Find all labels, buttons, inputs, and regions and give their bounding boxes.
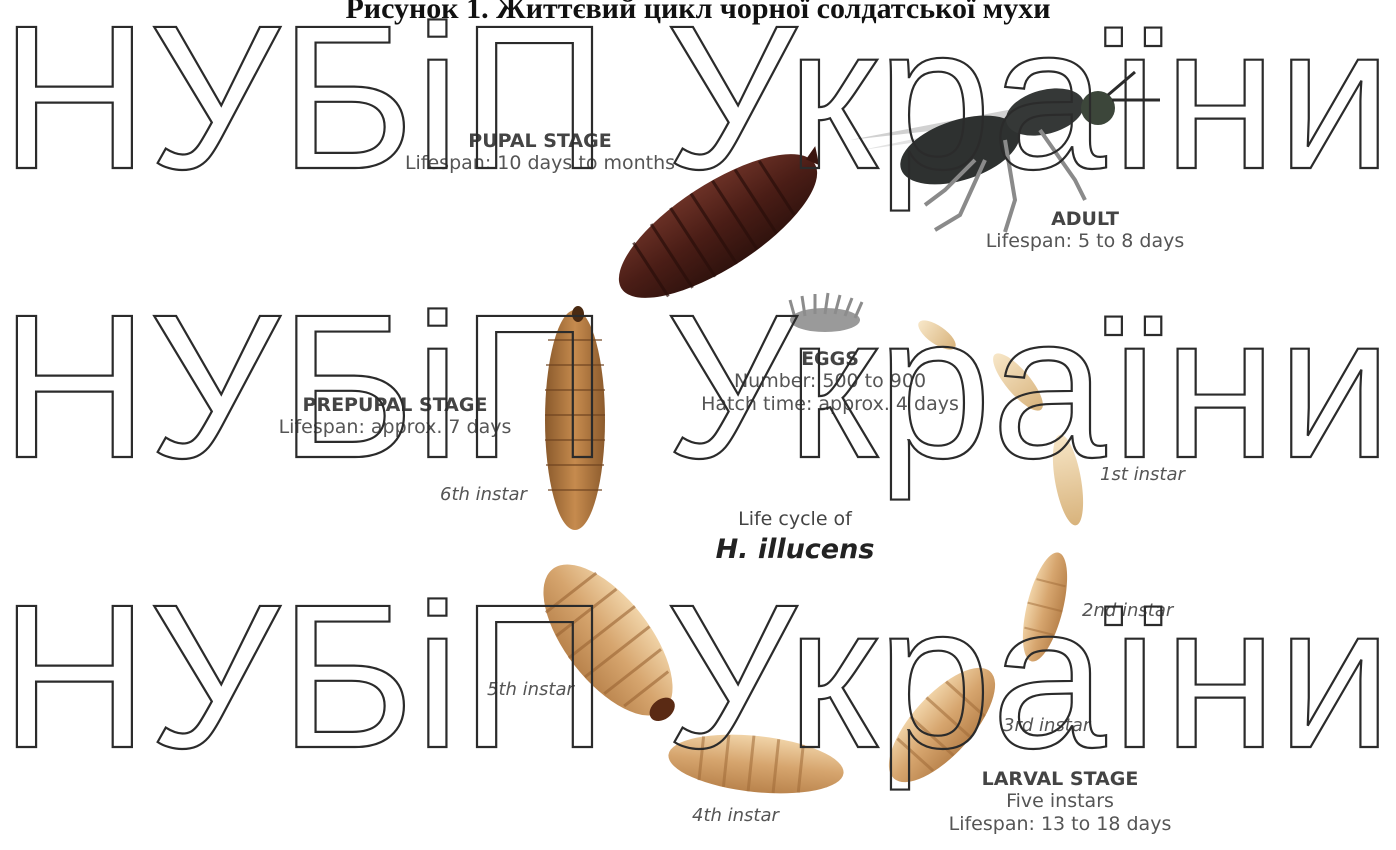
watermark-row-1: НУБіП України: [0, 0, 1392, 212]
watermark-row-3: НУБіП України: [0, 562, 1392, 791]
watermark-row-2: НУБіП України: [0, 272, 1392, 501]
